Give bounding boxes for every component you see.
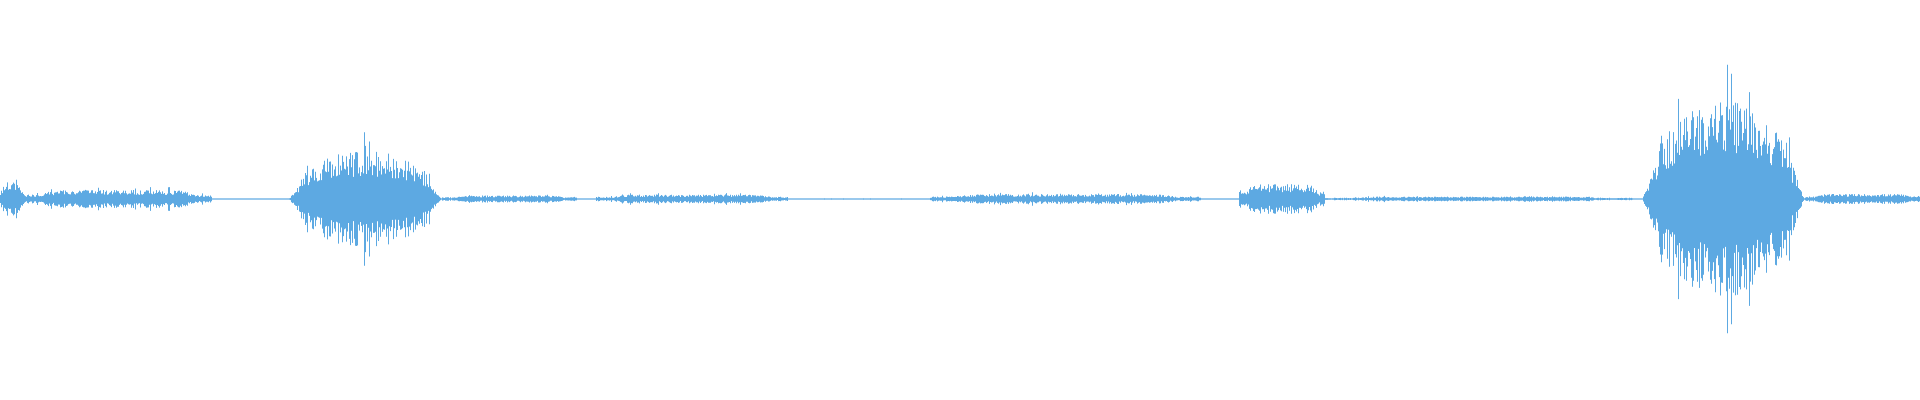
- waveform-signal: [0, 64, 1920, 334]
